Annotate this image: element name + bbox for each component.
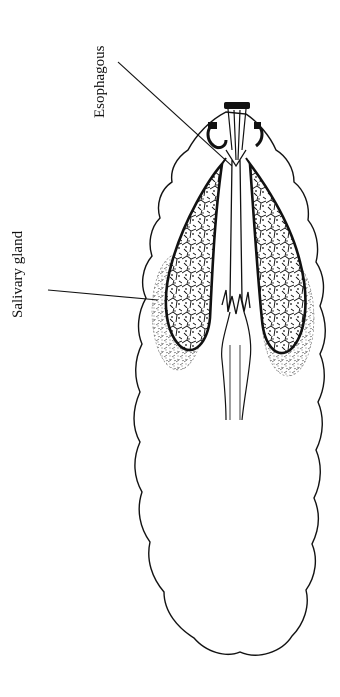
esophagous-label: Esophagous [92,45,108,118]
esophagous-leader-line [118,62,232,166]
salivary-gland-label: Salivary gland [10,230,26,318]
salivary-gland-leader-line [48,290,158,300]
